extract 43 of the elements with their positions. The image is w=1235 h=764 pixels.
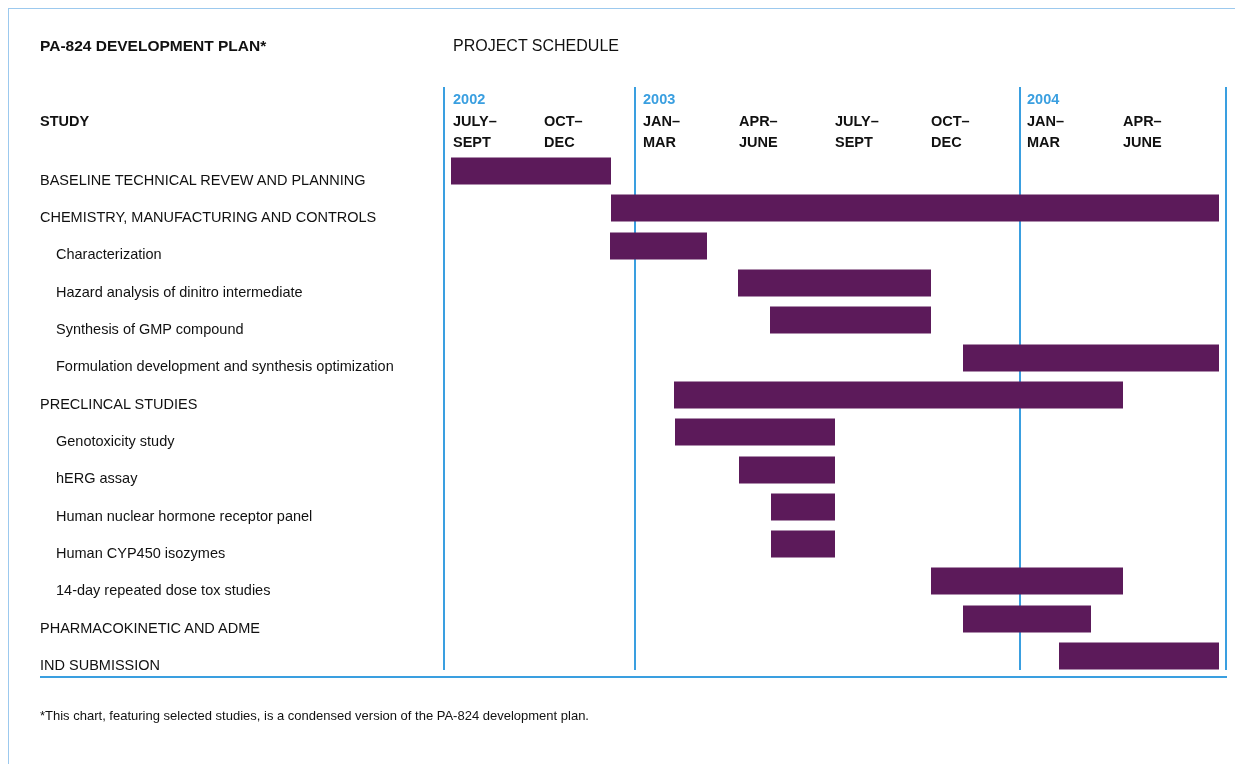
task-bar (674, 381, 1123, 409)
quarter-label: OCT– DEC (931, 112, 970, 152)
task-bar (738, 269, 931, 297)
task-label: Genotoxicity study (56, 433, 175, 449)
task-bar (771, 530, 835, 558)
quarter-label: APR– JUNE (739, 112, 778, 152)
task-label: Hazard analysis of dinitro intermediate (56, 284, 303, 300)
quarter-label: JAN– MAR (1027, 112, 1065, 152)
task-bar (675, 418, 835, 446)
year-label: 2002 (453, 91, 486, 107)
title: PA-824 DEVELOPMENT PLAN* (40, 37, 267, 55)
task-label: Human nuclear hormone receptor panel (56, 508, 313, 524)
year-label: 2003 (643, 91, 676, 107)
quarter-label: JULY– SEPT (835, 112, 879, 152)
subtitle: PROJECT SCHEDULE (453, 37, 619, 55)
task-label: Synthesis of GMP compound (56, 321, 244, 337)
quarter-label: JAN– MAR (643, 112, 681, 152)
task-label: PHARMACOKINETIC AND ADME (40, 620, 260, 636)
quarter-label: APR– JUNE (1123, 112, 1162, 152)
quarter-label: OCT– DEC (544, 112, 583, 152)
task-bar (451, 157, 611, 185)
task-label: hERG assay (56, 470, 138, 486)
task-label: Characterization (56, 246, 162, 262)
task-label: Human CYP450 isozymes (56, 545, 226, 561)
task-bar (771, 493, 835, 521)
task-bar (739, 456, 835, 484)
task-bar (770, 306, 931, 334)
task-label: CHEMISTRY, MANUFACTURING AND CONTROLS (40, 209, 377, 225)
task-bar (610, 232, 707, 260)
task-label: BASELINE TECHNICAL REVEW AND PLANNING (40, 172, 366, 188)
task-bar (963, 344, 1219, 372)
column-header: STUDY (40, 112, 90, 131)
task-bar (611, 194, 1219, 222)
task-label: 14-day repeated dose tox studies (56, 582, 271, 598)
task-label: IND SUBMISSION (40, 657, 161, 673)
task-label: PRECLINCAL STUDIES (40, 396, 198, 412)
caption: *This chart, featuring selected studies, is a condensed version of the PA-824 development plan. (40, 708, 589, 723)
task-bar (931, 567, 1123, 595)
task-bar (963, 605, 1091, 633)
year-label: 2004 (1027, 91, 1060, 107)
quarter-label: JULY– SEPT (453, 112, 497, 152)
task-bar (1059, 642, 1219, 670)
task-label: Formulation development and synthesis optimization (56, 358, 394, 374)
